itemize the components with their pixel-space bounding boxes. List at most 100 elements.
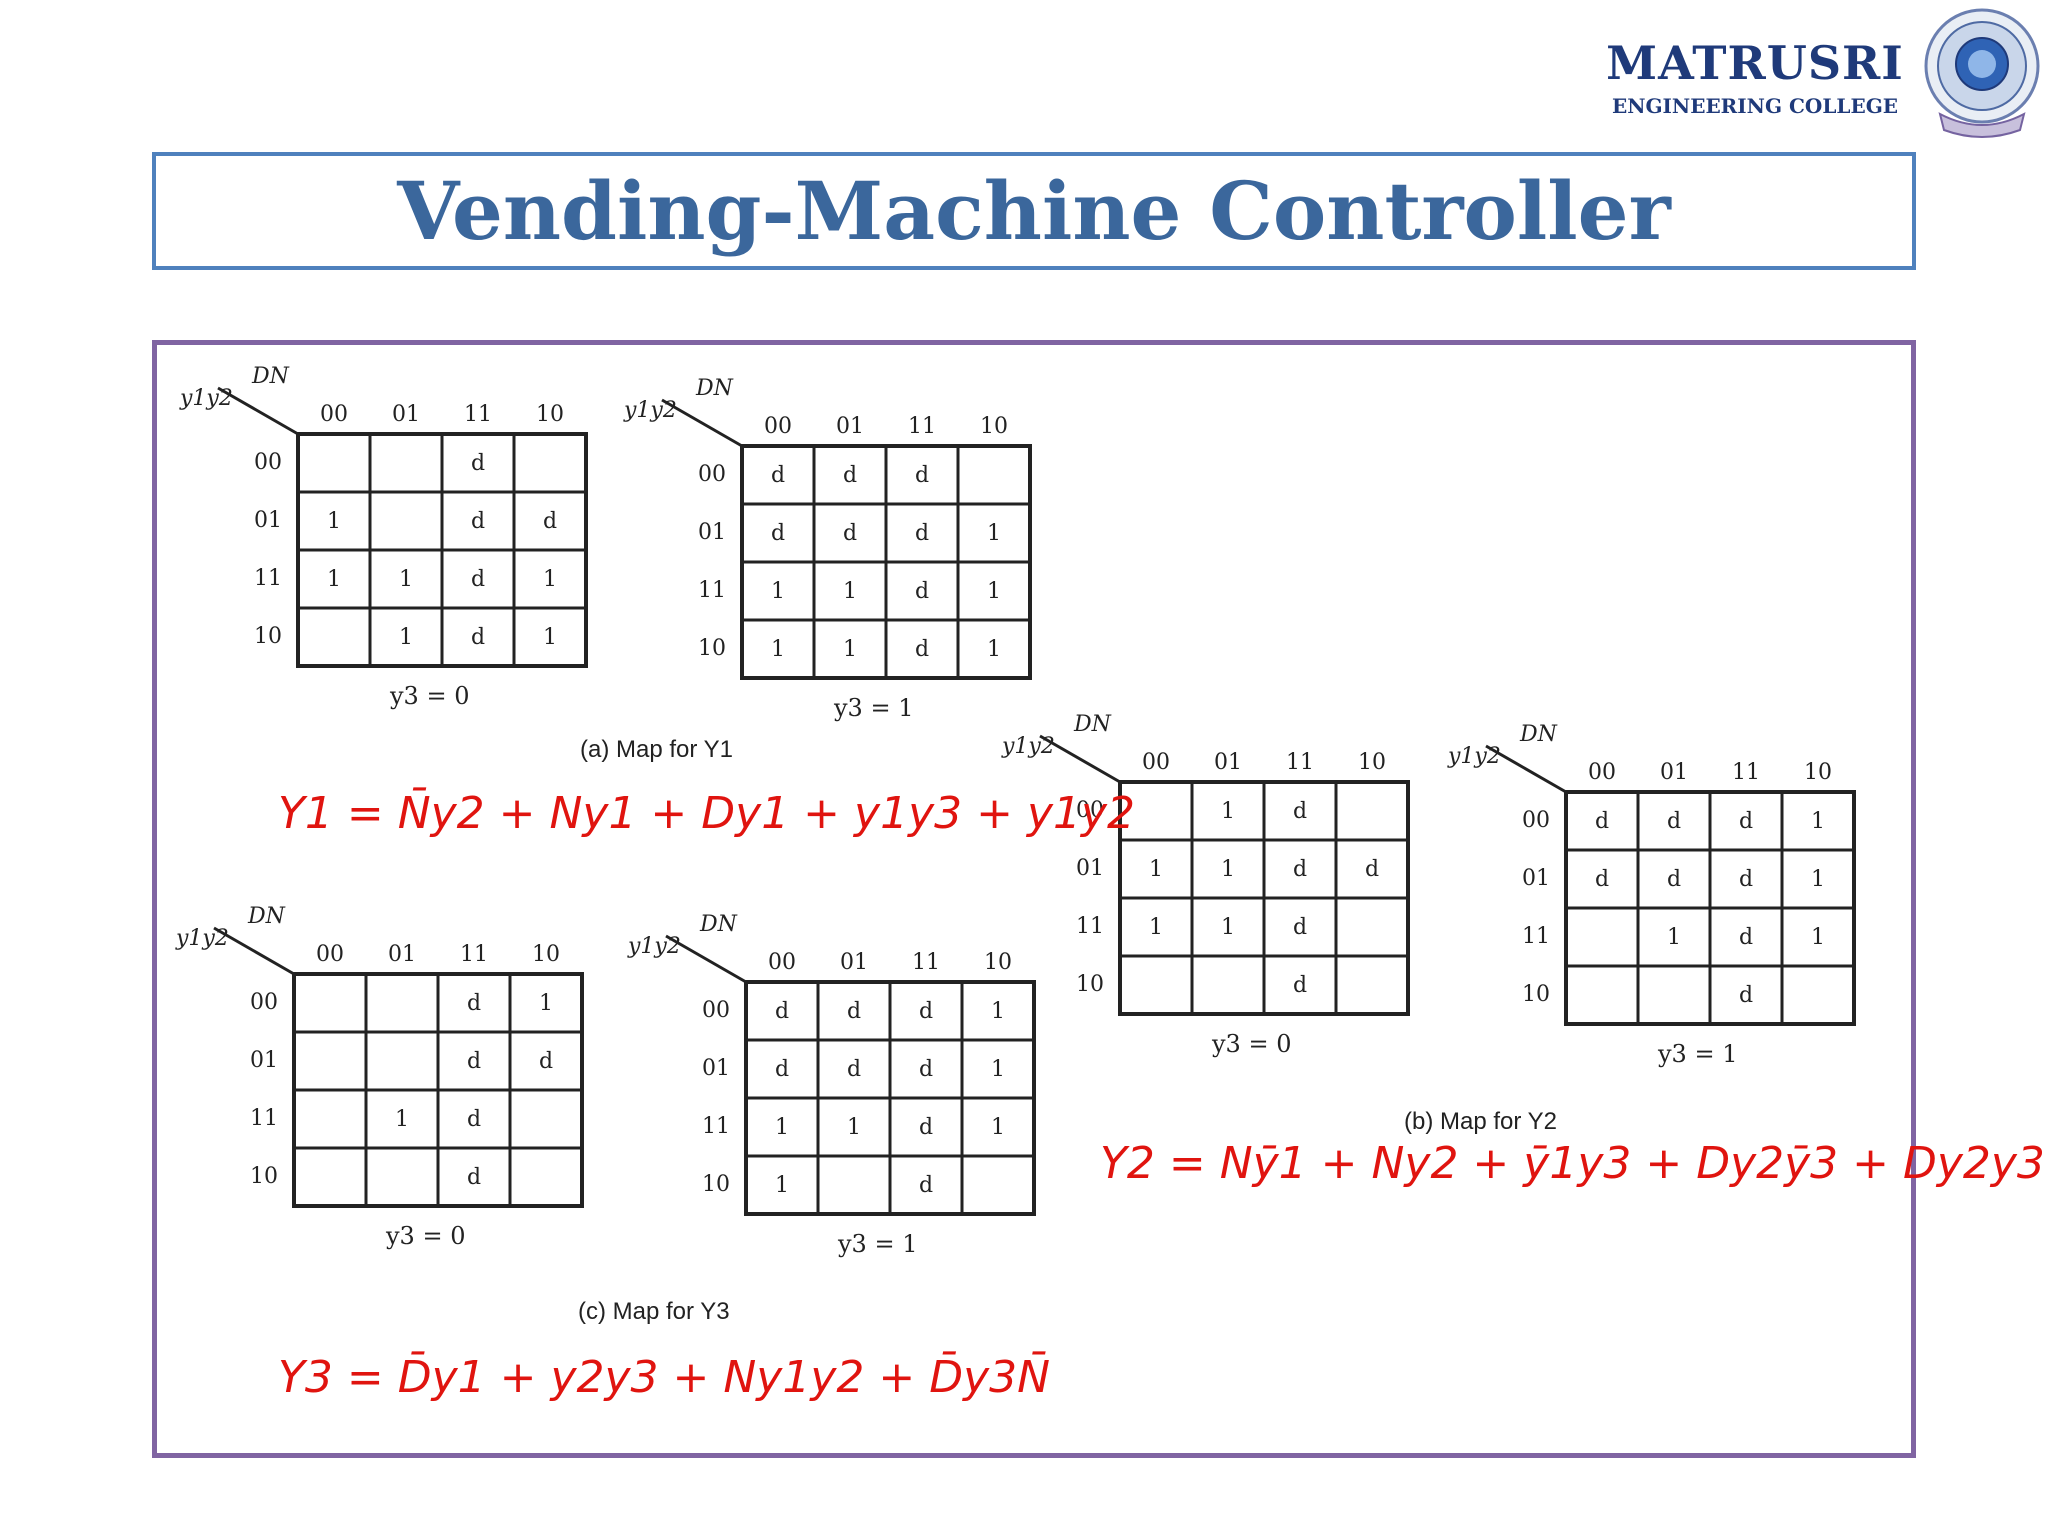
equation-y2: Y2 = Nȳ1 + Ny2 + ȳ1y3 + Dy2ȳ3 + Dy2y3 bbox=[1100, 1138, 2045, 1189]
kmap-cell: d bbox=[1292, 798, 1308, 824]
kmap-cell: d bbox=[770, 520, 786, 546]
kmap-caption: y3 = 1 bbox=[1658, 1040, 1738, 1068]
kmap-cell: 1 bbox=[843, 578, 857, 604]
kmap-cell: 1 bbox=[843, 636, 857, 662]
kmap-col-header: 10 bbox=[984, 950, 1012, 975]
kmap-cell: 1 bbox=[1221, 856, 1235, 882]
kmap-cell bbox=[962, 1156, 1034, 1214]
kmap-caption: y3 = 1 bbox=[838, 1230, 918, 1258]
kmap-caption: y3 = 0 bbox=[390, 682, 470, 710]
equation-y1: Y1 = N̄y2 + Ny1 + Dy1 + y1y3 + y1y2 bbox=[278, 788, 1136, 839]
kmap-cell: d bbox=[774, 998, 790, 1024]
kmap-cell: 1 bbox=[987, 520, 1001, 546]
kmap-row-header: 01 bbox=[1522, 866, 1550, 891]
kmap-row-var: y1y2 bbox=[1002, 734, 1055, 759]
kmap-cell bbox=[1638, 966, 1710, 1024]
kmap-cell bbox=[510, 1090, 582, 1148]
kmap-cell: d bbox=[914, 462, 930, 488]
kmap-row-header: 00 bbox=[1522, 808, 1550, 833]
college-emblem-icon bbox=[1924, 8, 2040, 138]
kmap-cell: d bbox=[770, 462, 786, 488]
kmap-cell: 1 bbox=[991, 1056, 1005, 1082]
kmap-cell: 1 bbox=[771, 578, 785, 604]
kmap-row-header: 10 bbox=[698, 636, 726, 661]
kmap-col-var: DN bbox=[1074, 712, 1111, 737]
caption-map-y3: (c) Map for Y3 bbox=[578, 1298, 730, 1325]
kmap-col-header: 10 bbox=[980, 414, 1008, 439]
kmap-col-header: 01 bbox=[392, 402, 420, 427]
kmap-row-header: 01 bbox=[250, 1048, 278, 1073]
kmap-cell: d bbox=[1594, 808, 1610, 834]
kmap-cell: 1 bbox=[395, 1106, 409, 1132]
kmap-cell: d bbox=[914, 578, 930, 604]
kmap-cell bbox=[958, 446, 1030, 504]
kmap-cell: d bbox=[918, 998, 934, 1024]
kmap-col-header: 10 bbox=[1804, 760, 1832, 785]
kmap-cell bbox=[1566, 908, 1638, 966]
kmap-cell: d bbox=[842, 462, 858, 488]
kmap-diagonal bbox=[661, 398, 743, 448]
kmap-diagonal bbox=[213, 926, 295, 976]
kmap-cell: 1 bbox=[399, 566, 413, 592]
kmap-grid bbox=[665, 934, 1036, 1216]
kmap-cell: 1 bbox=[987, 636, 1001, 662]
kmap-diagonal bbox=[1485, 744, 1567, 794]
kmap-cell: 1 bbox=[1811, 808, 1825, 834]
kmap-cell bbox=[1192, 956, 1264, 1014]
caption-map-y1: (a) Map for Y1 bbox=[580, 736, 733, 763]
kmap-row-header: 10 bbox=[1076, 972, 1104, 997]
kmap-row-header: 11 bbox=[254, 566, 282, 591]
kmap-diagonal bbox=[1039, 734, 1121, 784]
kmap-col-header: 00 bbox=[316, 942, 344, 967]
kmap-cell: d bbox=[1738, 808, 1754, 834]
kmap-cell: d bbox=[1594, 866, 1610, 892]
kmap-cell: d bbox=[918, 1172, 934, 1198]
kmap-row-header: 10 bbox=[250, 1164, 278, 1189]
kmap-col-header: 11 bbox=[464, 402, 492, 427]
kmap-col-header: 10 bbox=[536, 402, 564, 427]
college-name: MATRUSRI bbox=[1606, 36, 1904, 90]
kmap-col-header: 11 bbox=[460, 942, 488, 967]
kmap-cell: 1 bbox=[543, 624, 557, 650]
kmap-col-header: 01 bbox=[840, 950, 868, 975]
kmap-cell bbox=[510, 1148, 582, 1206]
kmap-row-var: y1y2 bbox=[176, 926, 229, 951]
kmap-col-header: 00 bbox=[768, 950, 796, 975]
kmap-cell: 1 bbox=[539, 990, 553, 1016]
kmap-col-header: 01 bbox=[1660, 760, 1688, 785]
kmap-cell: 1 bbox=[1221, 914, 1235, 940]
kmap-grid bbox=[217, 386, 588, 668]
caption-map-y2: (b) Map for Y2 bbox=[1404, 1108, 1557, 1135]
kmap-cell: d bbox=[466, 990, 482, 1016]
kmap-cell: d bbox=[918, 1114, 934, 1140]
kmap-row-header: 01 bbox=[698, 520, 726, 545]
kmap-col-header: 10 bbox=[1358, 750, 1386, 775]
kmap-row-header: 01 bbox=[1076, 856, 1104, 881]
kmap-col-header: 11 bbox=[912, 950, 940, 975]
kmap-row-header: 10 bbox=[702, 1172, 730, 1197]
kmap-col-header: 00 bbox=[764, 414, 792, 439]
kmap-cell: d bbox=[846, 998, 862, 1024]
kmap-cell: d bbox=[914, 520, 930, 546]
kmap-row-header: 00 bbox=[250, 990, 278, 1015]
kmap-col-header: 00 bbox=[320, 402, 348, 427]
kmap-cell: d bbox=[470, 624, 486, 650]
kmap-caption: y3 = 0 bbox=[386, 1222, 466, 1250]
kmap-col-header: 01 bbox=[388, 942, 416, 967]
kmap-grid bbox=[1039, 734, 1410, 1016]
kmap-cell bbox=[370, 434, 442, 492]
kmap-cell bbox=[298, 608, 370, 666]
kmap-cell: d bbox=[538, 1048, 554, 1074]
kmap-cell: d bbox=[542, 508, 558, 534]
kmap-cell: 1 bbox=[771, 636, 785, 662]
kmap-row-var: y1y2 bbox=[624, 398, 677, 423]
kmap-cell bbox=[370, 492, 442, 550]
kmap-cell: d bbox=[466, 1106, 482, 1132]
kmap-cell: 1 bbox=[1149, 856, 1163, 882]
kmap-cell: 1 bbox=[1811, 924, 1825, 950]
kmap-cell: d bbox=[1364, 856, 1380, 882]
kmap-col-var: DN bbox=[696, 376, 733, 401]
